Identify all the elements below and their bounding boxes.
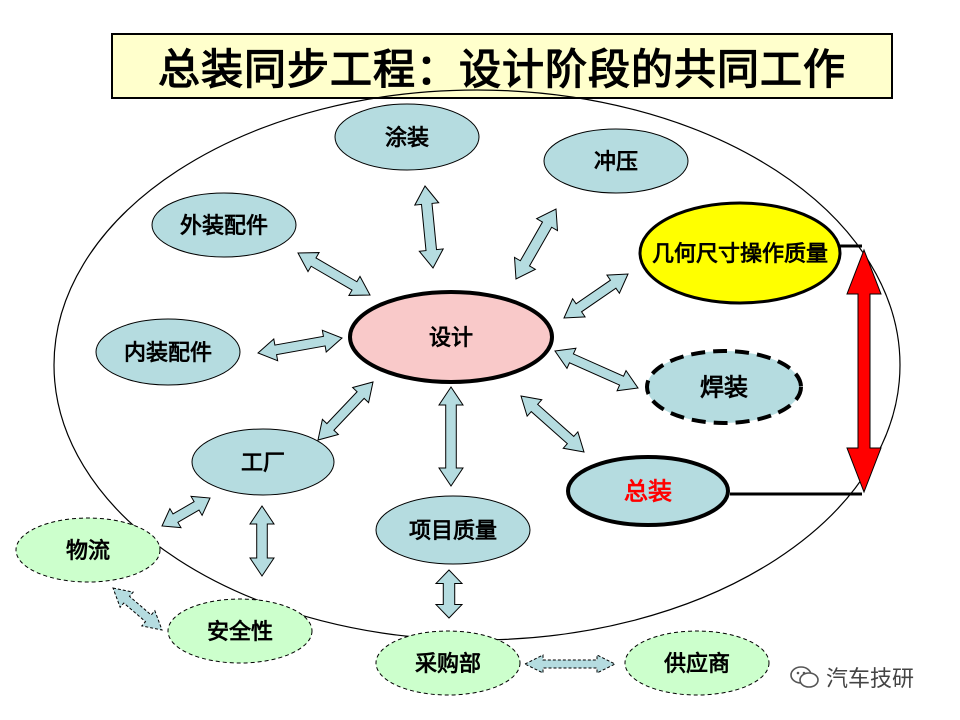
node-welding: 焊装 [645,349,803,425]
diagram-title: 总装同步工程：设计阶段的共同工作 [111,33,893,99]
node-supplier: 供应商 [624,630,770,696]
node-design: 设计 [348,290,554,384]
arrow-design-interior [257,329,343,362]
arrow-plant-logistics [161,495,211,529]
node-interior-trim: 内装配件 [95,318,241,386]
arrow-purchasing-supplier [523,654,617,674]
node-project-quality: 项目质量 [375,495,531,565]
arrow-design-exterior [297,252,371,296]
node-plant-shape [191,428,335,496]
node-purchasing: 采购部 [375,630,521,696]
node-assembly-label: 总装 [624,478,672,506]
node-assembly: 总装 [566,455,730,527]
node-assembly-shape [566,455,730,527]
node-logistics-shape [15,517,161,583]
node-plant: 工厂 [191,428,335,496]
node-project-quality-label: 项目质量 [409,519,497,544]
node-paint-label: 涂装 [385,125,429,151]
node-logistics-label: 物流 [66,538,110,564]
node-purchasing-label: 采购部 [415,651,481,677]
node-paint: 涂装 [334,103,480,171]
node-stamping-shape [543,128,689,194]
node-design-shape [348,290,554,384]
node-geometry-label: 几何尺寸操作质量 [652,241,828,267]
arrow-design-quality [438,386,464,487]
node-plant-label: 工厂 [241,451,285,476]
arrow-logistics-safety [112,587,163,631]
node-welding-shape [645,349,803,425]
node-logistics: 物流 [15,517,161,583]
node-project-quality-shape [375,495,531,565]
arrow-design-welding [554,347,639,392]
node-purchasing-shape [375,630,521,696]
node-interior-trim-label: 内装配件 [124,341,212,366]
arrow-design-geometry [563,273,629,319]
node-safety: 安全性 [167,598,313,664]
node-stamping-label: 冲压 [594,150,638,175]
arrow-plant-safety [249,505,275,577]
node-exterior-trim: 外装配件 [151,192,297,258]
node-safety-shape [167,598,313,664]
arrow-design-paint [413,185,445,269]
node-geometry: 几何尺寸操作质量 [638,201,842,305]
node-supplier-label: 供应商 [663,651,730,677]
node-stamping: 冲压 [543,128,689,194]
node-exterior-trim-label: 外装配件 [180,213,268,239]
node-safety-label: 安全性 [207,619,273,645]
node-welding-label: 焊装 [700,374,748,402]
arrow-design-plant [317,381,374,441]
node-interior-trim-shape [95,318,241,386]
node-paint-shape [334,103,480,171]
node-geometry-shape [638,201,842,305]
arrow-design-stamping [513,208,559,280]
node-exterior-trim-shape [151,192,297,258]
geometry-assembly-connector [730,244,882,496]
arrow-quality-purchasing [434,569,464,619]
arrows-group [112,185,639,674]
watermark-text: 汽车技研 [826,667,915,692]
node-design-label: 设计 [429,326,473,351]
watermark: 汽车技研 [790,661,914,693]
node-supplier-shape [624,630,770,696]
arrow-design-assembly [520,395,585,453]
wechat-icon [790,666,819,688]
red-double-arrow [846,248,882,494]
